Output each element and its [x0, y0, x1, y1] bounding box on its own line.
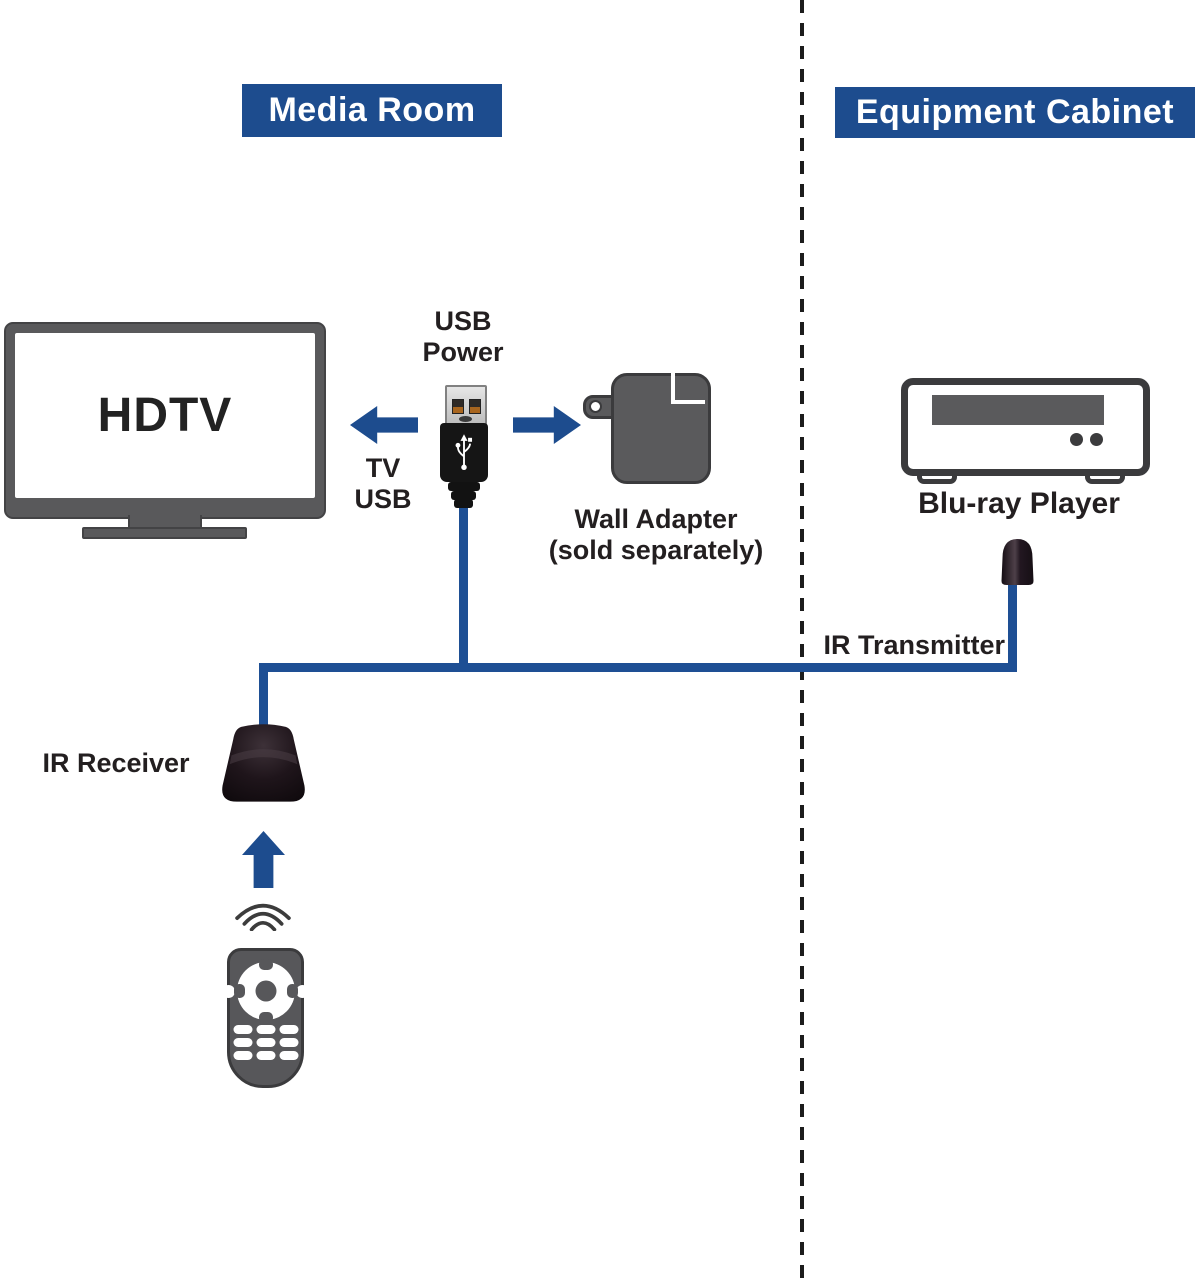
hdtv-illustration: HDTV — [4, 322, 326, 519]
media-room-header: Media Room — [242, 84, 502, 137]
wall-adapter-label: Wall Adapter (sold separately) — [548, 504, 764, 566]
usb-power-label: USB Power — [422, 306, 504, 368]
remote-dpad — [233, 959, 298, 1023]
arrow-right-icon — [513, 406, 581, 444]
equipment-cabinet-title: Equipment Cabinet — [855, 93, 1175, 131]
arrow-left-icon — [350, 406, 418, 444]
ir-transmitter-icon — [1001, 539, 1034, 585]
tv-usb-label: TV USB — [354, 453, 412, 515]
wall-adapter-plug-notch — [671, 373, 705, 404]
bluray-player-label: Blu-ray Player — [918, 487, 1120, 520]
ir-receiver-wire — [259, 663, 268, 726]
usb-strain-relief — [448, 482, 480, 491]
ir-receiver-label: IR Receiver — [42, 748, 190, 778]
ir-waves-icon — [235, 904, 291, 931]
arrow-up-icon — [242, 831, 285, 888]
usb-trident-icon — [455, 433, 473, 470]
ir-transmitter-wire — [1008, 584, 1017, 672]
bluray-player-icon — [901, 378, 1150, 476]
bluray-disc-tray — [932, 395, 1104, 425]
usb-cable-wire — [459, 504, 468, 670]
hdtv-label: HDTV — [97, 389, 233, 442]
media-room-title: Media Room — [268, 91, 476, 129]
bluray-button — [1070, 433, 1083, 446]
zone-divider-dashed-line — [800, 0, 804, 1280]
ir-transmitter-label: IR Transmitter — [823, 630, 1005, 660]
remote-side-notch — [222, 985, 235, 998]
equipment-cabinet-header: Equipment Cabinet — [835, 87, 1195, 138]
hdtv-screen: HDTV — [15, 333, 315, 498]
usb-connector-metal-tip — [445, 385, 487, 429]
usb-connector-body — [440, 423, 488, 482]
main-horizontal-wire — [259, 663, 1016, 672]
remote-control-icon — [222, 948, 309, 1088]
remote-dpad-center — [255, 980, 276, 1002]
remote-side-notch — [296, 985, 309, 998]
hdtv-stand-neck — [128, 515, 202, 528]
bluray-button — [1090, 433, 1103, 446]
hdtv-stand-base — [82, 527, 247, 539]
wall-adapter-icon — [611, 373, 711, 484]
remote-button-grid — [233, 1025, 298, 1060]
ir-receiver-icon — [222, 724, 305, 802]
